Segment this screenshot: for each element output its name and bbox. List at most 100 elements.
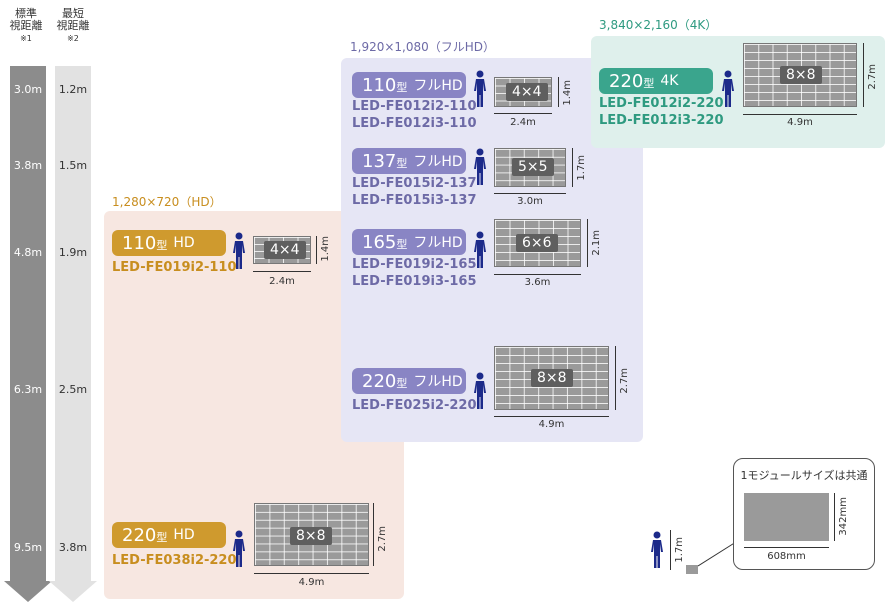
hd-220-badge: 220 型 HD <box>112 522 226 548</box>
standard-distance-3: 4.8m <box>13 246 43 259</box>
minimum-distance-title: 最短 視距離 <box>56 7 90 32</box>
standard-distance-header: 標準 視距離 ※1 <box>6 8 46 45</box>
module-height-label: 342mm <box>838 497 849 536</box>
fullhd-137-model-1: LED-FE015i2-137 <box>352 176 477 191</box>
fullhd-resolution-label: 1,920×1,080（フルHD） <box>350 40 496 54</box>
k4-220-model-1: LED-FE012i2-220 <box>599 96 724 111</box>
hd-220-size: 220 <box>122 524 157 546</box>
hd-220-type: HD <box>173 527 195 543</box>
fullhd-110-type: フルHD <box>413 78 463 94</box>
hd-110-width-dim <box>253 271 311 272</box>
fullhd-165-width-label: 3.6m <box>524 277 551 288</box>
fullhd-165-size: 165 <box>362 231 397 253</box>
module-width-dim <box>744 547 829 548</box>
fullhd-220-size: 220 <box>362 370 397 392</box>
hd-110-width-label: 2.4m <box>269 276 295 287</box>
k4-220-height-label: 2.7m <box>867 64 878 90</box>
fullhd-220-width-label: 4.9m <box>538 419 565 430</box>
person-icon <box>474 148 486 185</box>
fullhd-220-model: LED-FE025i2-220 <box>352 398 477 413</box>
hd-resolution-label: 1,280×720（HD） <box>112 195 222 209</box>
fullhd-220-type: フルHD <box>413 374 463 390</box>
fullhd-165-height-label: 2.1m <box>591 230 602 256</box>
fullhd-110-height-dim <box>558 77 559 107</box>
k4-resolution-label: 3,840×2,160（4K） <box>599 18 718 32</box>
fullhd-165-width-dim <box>494 274 581 275</box>
k4-220-width-label: 4.9m <box>787 117 813 128</box>
fullhd-165-model-1: LED-FE019i2-165 <box>352 257 477 272</box>
hd-220-model: LED-FE038i2-220 <box>112 553 237 568</box>
fullhd-220-height-label: 2.7m <box>619 368 630 394</box>
module-callout-box: 1モジュールサイズは共通 342mm 608mm <box>733 458 875 570</box>
person-icon <box>722 70 734 107</box>
module-person-height-label: 1.7m <box>674 537 685 563</box>
fullhd-220-height-dim <box>615 346 616 410</box>
fullhd-137-grid-label: 5×5 <box>512 158 554 176</box>
person-icon <box>474 231 486 268</box>
fullhd-165-height-dim <box>587 219 588 267</box>
fullhd-110-kata: 型 <box>396 81 408 94</box>
fullhd-110-model-2: LED-FE012i3-110 <box>352 116 477 131</box>
fullhd-110-badge: 110 型 フルHD <box>352 72 466 98</box>
minimum-distance-header: 最短 視距離 ※2 <box>53 8 93 45</box>
hd-110-type: HD <box>173 235 195 251</box>
module-person-height-dim <box>670 530 671 570</box>
minimum-distance-1: 1.2m <box>58 83 88 96</box>
minimum-distance-5: 3.8m <box>58 541 88 554</box>
standard-distance-title: 標準 視距離 <box>9 7 43 32</box>
standard-distance-5: 9.5m <box>13 541 43 554</box>
k4-220-type: 4K <box>660 73 679 89</box>
standard-distance-2: 3.8m <box>13 159 43 172</box>
minimum-distance-note: ※2 <box>67 34 79 43</box>
fullhd-165-kata: 型 <box>396 238 408 251</box>
module-height-dim <box>834 493 835 541</box>
minimum-distance-4: 2.5m <box>58 383 88 396</box>
hd-110-height-dim <box>316 236 317 264</box>
fullhd-110-grid-label: 4×4 <box>506 83 548 101</box>
fullhd-220-grid-label: 8×8 <box>531 369 573 387</box>
module-width-label: 608mm <box>767 551 806 562</box>
minimum-distance-2: 1.5m <box>58 159 88 172</box>
k4-220-model-2: LED-FE012i3-220 <box>599 113 724 128</box>
hd-220-width-label: 4.9m <box>298 577 325 588</box>
module-callout-line <box>698 541 737 567</box>
module-small-block <box>686 565 698 574</box>
fullhd-165-model-2: LED-FE019i3-165 <box>352 274 477 289</box>
fullhd-110-height-label: 1.4m <box>562 80 573 106</box>
fullhd-137-kata: 型 <box>396 157 408 170</box>
fullhd-110-width-dim <box>494 113 552 114</box>
fullhd-137-model-2: LED-FE015i3-137 <box>352 193 477 208</box>
fullhd-165-badge: 165 型 フルHD <box>352 229 466 255</box>
standard-distance-note: ※1 <box>20 34 32 43</box>
fullhd-137-width-dim <box>494 193 566 194</box>
hd-220-kata: 型 <box>156 531 168 544</box>
hd-110-kata: 型 <box>156 239 168 252</box>
standard-distance-1: 3.0m <box>13 83 43 96</box>
k4-220-size: 220 <box>609 70 644 92</box>
fullhd-165-grid-label: 6×6 <box>516 234 558 252</box>
hd-220-grid-label: 8×8 <box>290 527 332 545</box>
fullhd-220-badge: 220 型 フルHD <box>352 368 466 394</box>
k4-220-width-dim <box>743 114 857 115</box>
k4-220-kata: 型 <box>643 77 655 90</box>
hd-220-height-label: 2.7m <box>377 526 388 552</box>
fullhd-220-width-dim <box>494 416 609 417</box>
hd-110-model: LED-FE019i2-110 <box>112 260 237 275</box>
fullhd-137-height-dim <box>572 148 573 187</box>
fullhd-137-type: フルHD <box>413 154 463 170</box>
fullhd-137-height-label: 1.7m <box>576 155 587 181</box>
person-icon <box>474 372 486 409</box>
hd-110-height-label: 1.4m <box>320 236 331 262</box>
person-icon <box>651 531 663 568</box>
person-icon <box>474 70 486 107</box>
fullhd-110-model-1: LED-FE012i2-110 <box>352 99 477 114</box>
hd-220-screen <box>254 503 369 566</box>
fullhd-137-size: 137 <box>362 150 397 172</box>
standard-distance-arrow <box>4 66 97 602</box>
module-title: 1モジュールサイズは共通 <box>740 469 868 482</box>
fullhd-137-width-label: 3.0m <box>517 196 543 207</box>
hd-110-badge: 110 型 HD <box>112 230 226 256</box>
fullhd-220-screen <box>494 346 609 410</box>
person-icon <box>233 530 245 567</box>
hd-110-grid-label: 4×4 <box>264 241 306 259</box>
